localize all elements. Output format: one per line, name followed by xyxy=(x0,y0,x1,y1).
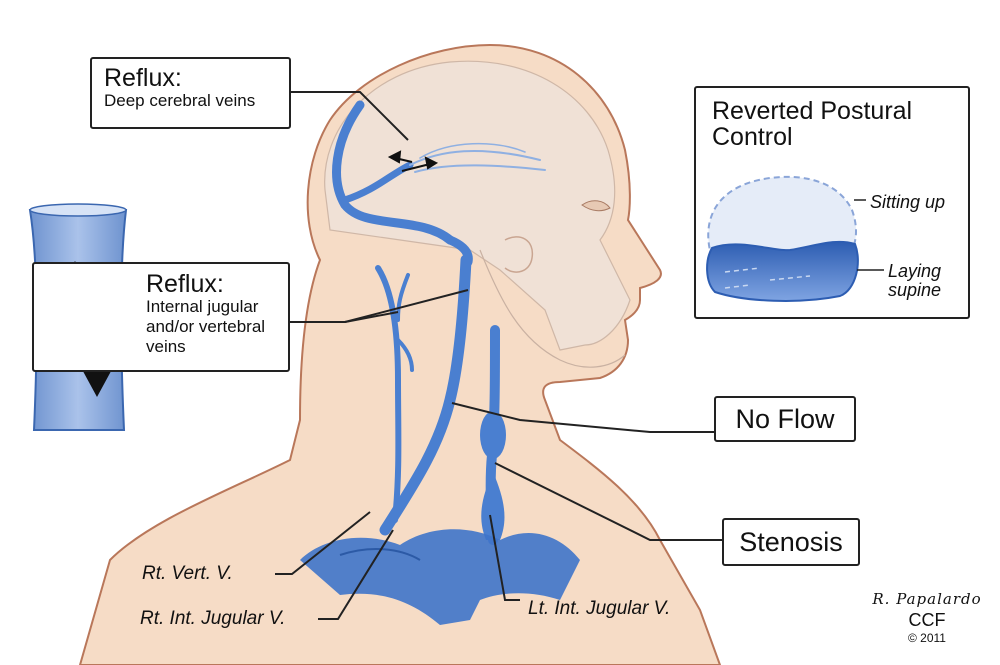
reflux-arrows-deep xyxy=(387,150,439,172)
eye xyxy=(581,200,611,212)
thoracic-veins xyxy=(300,529,580,625)
rt-jugular-label: Rt. Int. Jugular V. xyxy=(140,608,286,629)
reflux-jugular-line-2: and/or vertebral xyxy=(146,317,266,336)
ear xyxy=(504,236,534,273)
no-flow-label: No Flow xyxy=(735,403,835,434)
credit-block: R. Papalardo CCF © 2011 xyxy=(862,590,992,645)
sitting-up-outline xyxy=(707,175,857,259)
inset-title-line-2: Control xyxy=(712,123,793,151)
no-flow-callout: No Flow xyxy=(714,396,856,442)
reflux-jugular-line-3: veins xyxy=(146,337,186,356)
stenosis-callout: Stenosis xyxy=(722,518,860,566)
reflux-deep-callout: Reflux: Deep cerebral veins xyxy=(90,57,291,129)
laying-line-1: Laying xyxy=(888,261,942,281)
inset-cross-section xyxy=(706,175,884,302)
reflux-jugular-title: Reflux: xyxy=(146,270,224,298)
jaw xyxy=(479,249,626,368)
neck-veins xyxy=(375,254,506,545)
artist-signature: R. Papalardo xyxy=(872,590,982,608)
org-label: CCF xyxy=(908,610,946,630)
lt-jugular-label: Lt. Int. Jugular V. xyxy=(528,598,671,619)
reflux-deep-title: Reflux: xyxy=(104,64,182,92)
sitting-up-label: Sitting up xyxy=(870,192,946,212)
reflux-jugular-callout: Reflux: Internal jugular and/or vertebra… xyxy=(32,262,290,372)
leader-lines xyxy=(275,91,722,620)
inset-title-line-1: Reverted Postural xyxy=(712,97,913,125)
laying-line-2: supine xyxy=(888,280,942,300)
postural-control-inset: Reverted Postural Control xyxy=(694,86,970,319)
reflux-jugular-line-1: Internal jugular xyxy=(146,297,259,316)
stenosis-label: Stenosis xyxy=(739,526,843,557)
reflux-deep-detail: Deep cerebral veins xyxy=(104,91,256,110)
rt-vert-label: Rt. Vert. V. xyxy=(142,563,233,584)
laying-supine-label: Laying supine xyxy=(888,262,941,300)
copyright-year: © 2011 xyxy=(908,631,946,645)
